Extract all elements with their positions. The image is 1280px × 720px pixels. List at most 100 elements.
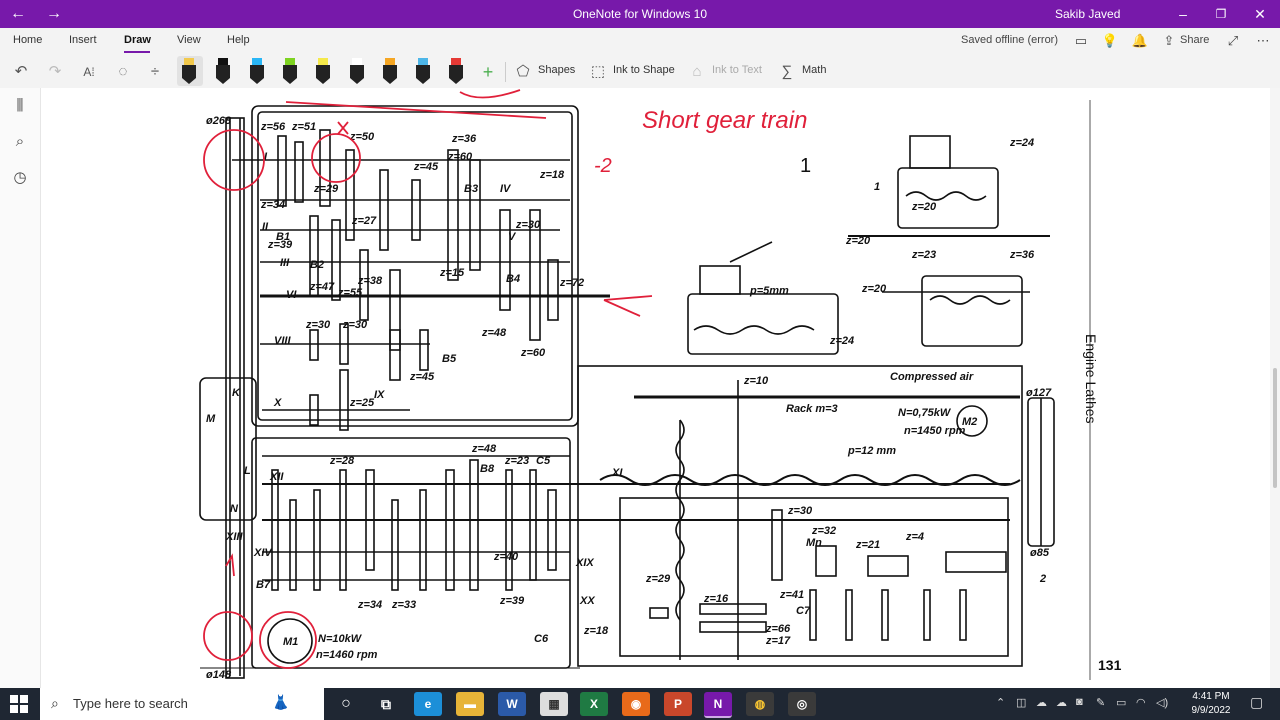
math-button[interactable]: Math — [802, 64, 827, 76]
pen-barrel — [383, 65, 397, 78]
label-z72: z=72 — [559, 277, 584, 289]
note-canvas[interactable]: ø268 z=56 z=51 z=50 z=36 z=45 z=60 z=29 … — [41, 88, 1280, 688]
add-space-icon[interactable]: ÷ — [150, 63, 160, 80]
shapes-icon[interactable]: ⬠ — [516, 63, 530, 80]
recent-clock-icon[interactable]: ◷ — [13, 169, 27, 186]
tray-wifi-icon[interactable]: ◠ — [1136, 697, 1146, 709]
add-pen-icon[interactable]: + — [482, 62, 494, 82]
pen-8[interactable] — [416, 58, 430, 84]
search-icon[interactable]: ⌕ — [15, 133, 25, 150]
tray-cloud-icon[interactable]: ☁ — [1056, 697, 1067, 709]
firefox-icon[interactable]: ◉ — [622, 692, 650, 716]
tab-insert[interactable]: Insert — [69, 34, 97, 46]
user-name[interactable]: Sakib Javed — [1055, 7, 1121, 21]
feed-gearbox-outline — [251, 437, 571, 669]
redo-icon[interactable]: ↷ — [48, 63, 62, 80]
windows-start-icon[interactable] — [10, 695, 28, 713]
maximize-button[interactable]: ❐ — [1215, 7, 1227, 21]
label-z27: z=27 — [351, 215, 377, 227]
close-button[interactable]: ✕ — [1254, 6, 1266, 22]
pen-barrel — [182, 65, 196, 78]
sync-status[interactable]: Saved offline (error) — [961, 34, 1059, 46]
label-d85: ø85 — [1030, 547, 1050, 559]
ink-to-shape-icon[interactable]: ⬚ — [590, 63, 606, 80]
label-n1460: n=1460 rpm — [316, 649, 378, 661]
label-z51: z=51 — [291, 121, 316, 133]
label-z30c2: z=30 — [787, 505, 813, 517]
tray-camera-icon[interactable]: ◙ — [1076, 696, 1083, 708]
label-z48b: z=48 — [471, 443, 497, 455]
shapes-button[interactable]: Shapes — [538, 64, 576, 76]
expand-icon[interactable]: ⤢ — [1227, 33, 1239, 48]
vertical-scrollbar[interactable] — [1270, 88, 1280, 688]
ink-circle-motor — [259, 611, 317, 669]
pen-7[interactable] — [383, 58, 397, 84]
notification-icon[interactable]: ▢ — [1250, 694, 1264, 710]
label-k: K — [232, 387, 241, 399]
pen-4[interactable] — [283, 58, 297, 84]
notebooks-icon[interactable]: ⫼ — [16, 97, 24, 114]
pen-1[interactable] — [182, 58, 196, 84]
undo-icon[interactable]: ↶ — [14, 63, 28, 80]
powerpoint-icon[interactable]: P — [664, 692, 692, 716]
label-n-letter: N — [230, 503, 239, 515]
share-icon[interactable]: ⇪ — [1163, 33, 1175, 48]
lasso-select-icon[interactable]: ◌ — [118, 63, 128, 80]
ribbon-tabs: Home Insert Draw View Help Saved offline… — [0, 28, 1280, 54]
pen-3[interactable] — [250, 58, 264, 84]
pen-tip — [184, 58, 194, 65]
tab-draw[interactable]: Draw — [124, 34, 151, 46]
store-icon[interactable]: ▦ — [540, 692, 568, 716]
tray-battery-icon[interactable]: ▭ — [1116, 697, 1127, 709]
obs-icon[interactable]: ◎ — [788, 692, 816, 716]
type-select-icon[interactable]: A⁞ — [83, 65, 95, 79]
bell-icon[interactable]: 🔔 — [1131, 33, 1149, 48]
pen-6[interactable] — [350, 58, 364, 84]
ink-to-shape-button[interactable]: Ink to Shape — [613, 64, 675, 76]
tray-onedrive-icon[interactable]: ☁ — [1036, 697, 1047, 709]
minimize-button[interactable]: – — [1179, 6, 1187, 22]
excel-icon[interactable]: X — [580, 692, 608, 716]
tray-pen-icon[interactable]: ✎ — [1096, 697, 1106, 709]
tray-volume-icon[interactable]: ◁) — [1156, 697, 1169, 709]
pen-5[interactable] — [316, 58, 330, 84]
label-III: III — [280, 257, 290, 269]
pen-2[interactable] — [216, 58, 230, 84]
taskbar-clock[interactable]: 4:41 PM 9/9/2022 — [1180, 690, 1242, 718]
onenote-icon[interactable]: N — [704, 692, 732, 718]
cortana-icon[interactable]: ○ — [341, 695, 351, 712]
label-z60: z=60 — [447, 151, 473, 163]
label-z34: z=34 — [260, 199, 285, 211]
math-icon[interactable]: ∑ — [781, 63, 793, 80]
edge-icon[interactable]: e — [414, 692, 442, 716]
label-d148: ø148 — [206, 669, 232, 681]
taskbar-search-box[interactable]: ⌕ Type here to search 👗 — [40, 688, 324, 720]
pen-cone — [283, 78, 297, 84]
share-button[interactable]: Share — [1180, 34, 1210, 46]
label-n1450: n=1450 rpm — [904, 425, 966, 437]
more-options-icon[interactable]: ⋯ — [1256, 33, 1270, 48]
ink-arrow — [603, 295, 653, 317]
tab-help[interactable]: Help — [227, 34, 250, 46]
file-explorer-icon[interactable]: ▬ — [456, 692, 484, 716]
back-arrow-icon[interactable]: ← — [10, 5, 26, 22]
label-z32: z=32 — [811, 525, 836, 537]
tray-app-icon[interactable]: ◫ — [1016, 697, 1027, 709]
label-z39: z=39 — [267, 239, 293, 251]
pen-tip — [218, 58, 228, 65]
search-highlight-icon[interactable]: 👗 — [272, 694, 290, 710]
scrollbar-thumb[interactable] — [1273, 368, 1277, 488]
word-icon[interactable]: W — [498, 692, 526, 716]
pen-9[interactable] — [449, 58, 463, 84]
task-view-icon[interactable]: ⧉ — [381, 696, 391, 712]
lightbulb-icon[interactable]: 💡 — [1101, 33, 1119, 48]
notebook-icon[interactable]: ▭ — [1074, 33, 1088, 48]
windows-taskbar: ⌕ Type here to search 👗 ○ ⧉ e ▬ W ▦ X ◉ … — [0, 688, 1280, 720]
tab-view[interactable]: View — [177, 34, 201, 46]
label-n075: N=0,75kW — [898, 407, 952, 419]
label-VIII: VIII — [274, 335, 291, 347]
tray-chevron-icon[interactable]: ⌃ — [996, 697, 1006, 709]
forward-arrow-icon[interactable]: → — [46, 5, 62, 22]
chrome-icon[interactable]: ◍ — [746, 692, 774, 716]
tab-home[interactable]: Home — [13, 34, 43, 46]
